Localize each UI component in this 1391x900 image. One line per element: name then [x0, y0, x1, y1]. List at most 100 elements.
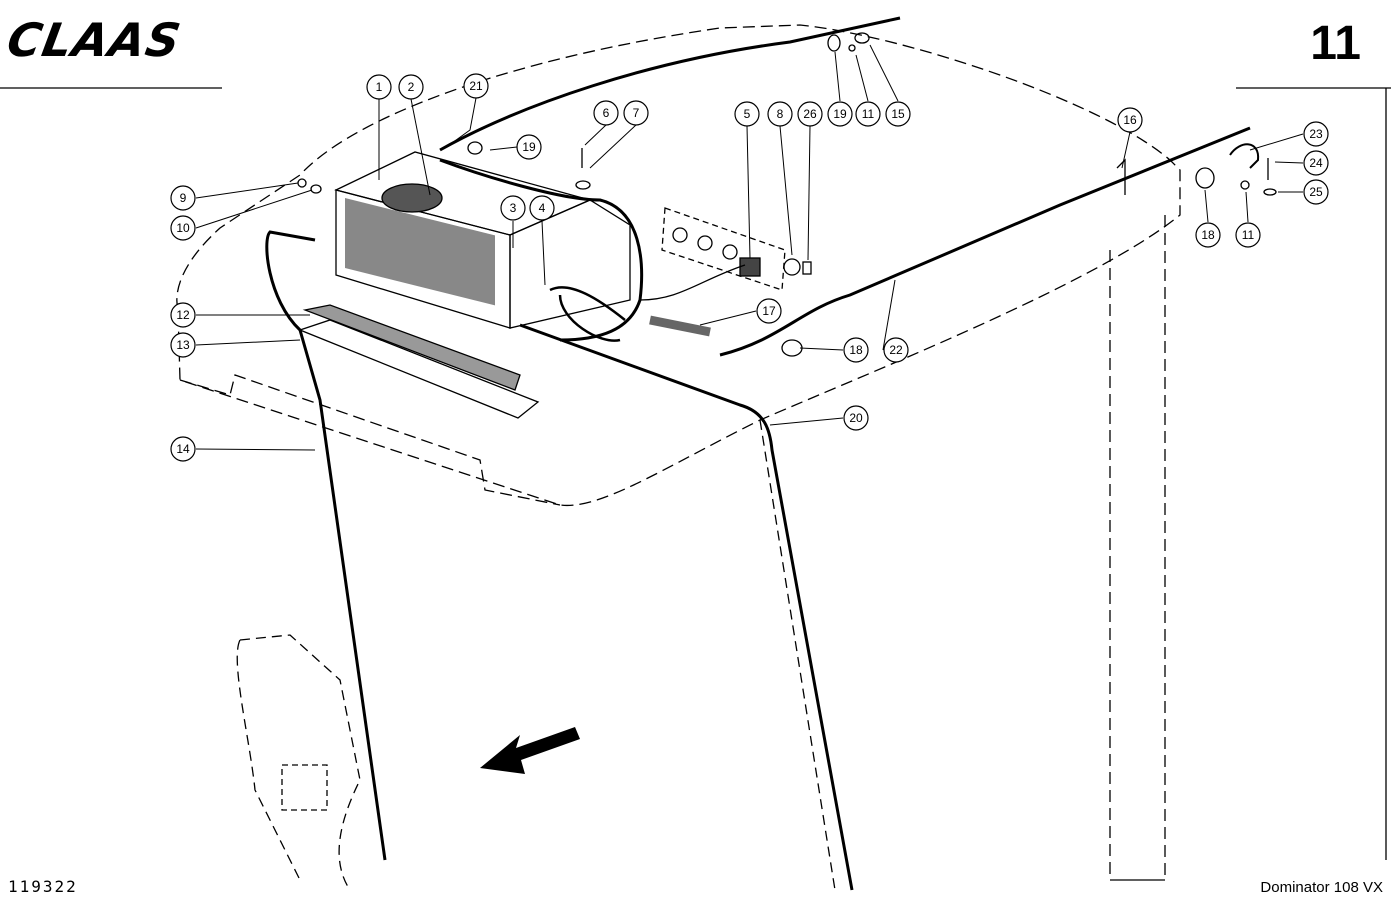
control-knob-1: [672, 227, 688, 243]
callout-circle: [843, 405, 869, 431]
callout-circle: [366, 74, 392, 100]
callout-22: 22: [883, 337, 909, 363]
callout-7: 7: [623, 100, 649, 126]
callout-25: 25: [1303, 179, 1329, 205]
callout-10: 10: [170, 215, 196, 241]
callout-label: 25: [1309, 185, 1323, 199]
callout-circle: [1195, 222, 1221, 248]
nut-9: [297, 178, 307, 188]
reference-number: 119322: [8, 877, 78, 896]
callout-26: 26: [797, 101, 823, 127]
callout-label: 19: [522, 140, 536, 154]
switch-5: [739, 257, 761, 277]
callout-label: 7: [633, 106, 640, 120]
callout-label: 11: [1242, 228, 1255, 242]
callout-21: 21: [463, 73, 489, 99]
callout-circle: [843, 337, 869, 363]
callout-circle: [170, 332, 196, 358]
callout-circle: [767, 101, 793, 127]
callout-circle: [623, 100, 649, 126]
callout-label: 17: [762, 304, 776, 318]
filter-frame-13: [298, 319, 540, 419]
model-name: Dominator 108 VX: [1260, 879, 1383, 896]
blower-fan: [381, 183, 443, 213]
callout-3: 3: [500, 195, 526, 221]
callout-18: 18: [843, 337, 869, 363]
callout-circle: [855, 101, 881, 127]
callout-circle: [797, 101, 823, 127]
callout-label: 18: [1201, 228, 1215, 242]
evaporator-grille: [345, 198, 495, 306]
callout-label: 5: [744, 107, 751, 121]
callout-label: 4: [539, 201, 546, 215]
washer-10: [310, 184, 322, 194]
cab-roof-outline: [176, 24, 1181, 507]
clamp-23: [1229, 143, 1260, 169]
pillar-mid-a: [759, 419, 836, 891]
callout-label: 8: [777, 107, 784, 121]
control-knob-3: [722, 244, 738, 260]
roof-lower-edge: [179, 374, 561, 506]
callout-label: 14: [176, 442, 190, 456]
callout-label: 19: [833, 107, 847, 121]
callout-circle: [1303, 179, 1329, 205]
grommet-18-lower: [781, 339, 803, 357]
callout-13: 13: [170, 332, 196, 358]
callout-circle: [883, 337, 909, 363]
callout-19: 19: [827, 101, 853, 127]
callout-label: 20: [849, 411, 863, 425]
callout-circle: [1303, 150, 1329, 176]
callout-label: 15: [891, 107, 905, 121]
page-number: 11: [1310, 17, 1361, 70]
hose-17: [649, 315, 711, 337]
evaporator-box-side: [509, 199, 631, 329]
forward-direction-arrow-icon: [480, 727, 580, 774]
callout-circle: [516, 134, 542, 160]
callout-circle: [529, 195, 555, 221]
callout-15: 15: [885, 101, 911, 127]
rear-edge-cable-22: [719, 126, 1251, 357]
callout-circle: [170, 185, 196, 211]
callout-label: 12: [176, 308, 190, 322]
callout-label: 3: [510, 201, 517, 215]
callout-6: 6: [593, 100, 619, 126]
callout-23: 23: [1303, 121, 1329, 147]
callout-11: 11: [1235, 222, 1261, 248]
lower-bracket: [236, 634, 361, 891]
callout-circle: [398, 74, 424, 100]
callout-label: 22: [889, 343, 903, 357]
callout-label: 18: [849, 343, 863, 357]
callout-17: 17: [756, 298, 782, 324]
callout-19: 19: [516, 134, 542, 160]
hose-20: [519, 323, 854, 891]
callout-1: 1: [366, 74, 392, 100]
grommet-19-left: [467, 141, 483, 155]
nut-11-right: [1240, 180, 1250, 190]
wire-loop: [439, 158, 644, 342]
callout-4: 4: [529, 195, 555, 221]
grommet-8: [783, 258, 801, 276]
switch-wire: [639, 264, 746, 301]
callout-20: 20: [843, 405, 869, 431]
callout-label: 21: [469, 79, 483, 93]
callout-12: 12: [170, 302, 196, 328]
callout-label: 6: [603, 106, 610, 120]
callout-8: 8: [767, 101, 793, 127]
callout-label: 23: [1309, 127, 1323, 141]
washer-25: [1263, 188, 1277, 196]
callout-circle: [756, 298, 782, 324]
callout-circle: [885, 101, 911, 127]
nut-11-top: [848, 44, 856, 52]
callout-label: 24: [1309, 156, 1323, 170]
grommet-15: [854, 32, 870, 44]
connection-hose-4: [549, 286, 626, 342]
callout-5: 5: [734, 101, 760, 127]
callout-2: 2: [398, 74, 424, 100]
callout-circle: [1235, 222, 1261, 248]
callout-24: 24: [1303, 150, 1329, 176]
callout-9: 9: [170, 185, 196, 211]
clip-26: [802, 261, 812, 275]
callout-circle: [500, 195, 526, 221]
washer-7: [575, 180, 591, 190]
callout-label: 16: [1123, 113, 1137, 127]
